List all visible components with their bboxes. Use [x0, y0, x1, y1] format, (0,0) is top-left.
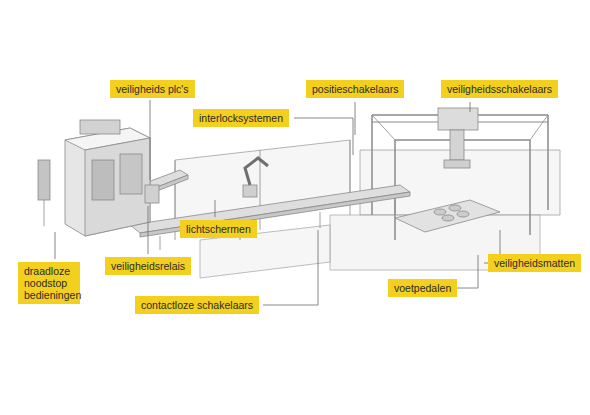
- label-text: veiligheidsrelais: [111, 260, 185, 272]
- callout-label: interlocksystemen: [193, 109, 289, 127]
- label-text: positieschakelaars: [312, 83, 398, 95]
- callout-label: veiligheidsschakelaars: [441, 80, 558, 98]
- label-text: veiligheidsschakelaars: [447, 83, 552, 95]
- label-text: interlocksystemen: [199, 112, 283, 124]
- label-text: veiligheidsmatten: [494, 257, 575, 269]
- label-text: voetpedalen: [394, 282, 451, 294]
- callout-label: draadloze noodstop bedieningen: [18, 262, 80, 304]
- callout-label: veiligheidsmatten: [488, 254, 581, 272]
- callout-label: veiligheidsrelais: [105, 257, 191, 275]
- callout-label: veiligheids plc's: [110, 80, 195, 98]
- callout-label: voetpedalen: [388, 279, 457, 297]
- label-text: veiligheids plc's: [116, 83, 189, 95]
- callout-label: lichtschermen: [180, 220, 257, 238]
- label-text: contactloze schakelaars: [141, 299, 253, 311]
- callout-label: positieschakelaars: [306, 80, 404, 98]
- callout-label: contactloze schakelaars: [135, 296, 259, 314]
- label-text: lichtschermen: [186, 223, 251, 235]
- label-text: draadloze noodstop bedieningen: [24, 265, 74, 301]
